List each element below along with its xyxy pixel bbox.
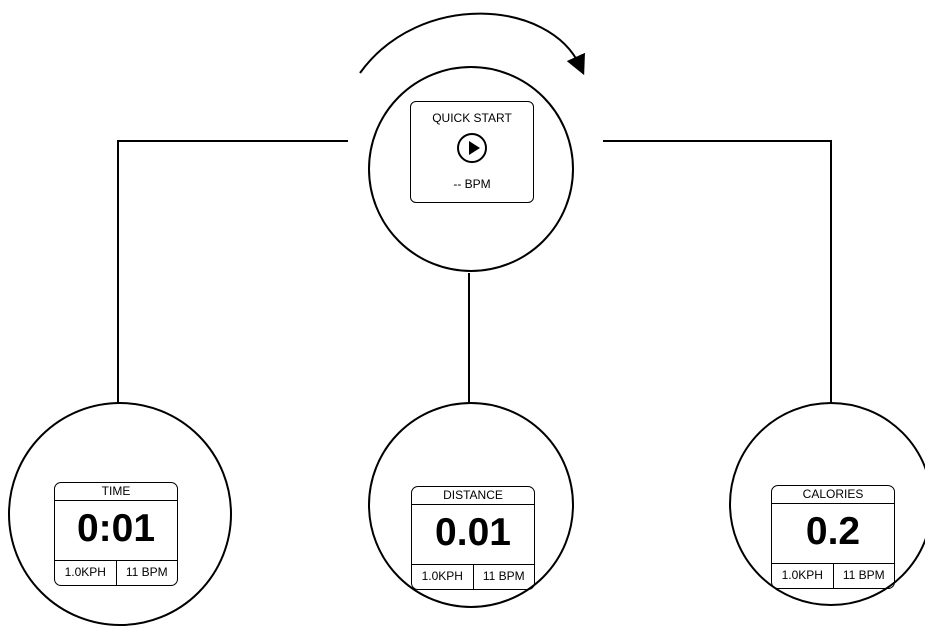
distance-card: DISTANCE 0.01 1.0KPH 11 BPM — [411, 486, 535, 590]
calories-card: CALORIES 0.2 1.0KPH 11 BPM — [771, 485, 895, 589]
time-bpm: 11 BPM — [115, 561, 178, 585]
time-title: TIME — [55, 483, 177, 501]
calories-title: CALORIES — [772, 486, 894, 504]
time-circle: TIME 0:01 1.0KPH 11 BPM — [8, 402, 232, 626]
calories-value: 0.2 — [805, 510, 861, 553]
quick-start-bpm: -- BPM — [453, 177, 491, 191]
quick-start-title: QUICK START — [432, 111, 512, 125]
distance-circle: DISTANCE 0.01 1.0KPH 11 BPM — [368, 402, 574, 608]
play-icon[interactable] — [457, 133, 487, 163]
time-speed: 1.0KPH — [64, 565, 106, 579]
connector-right — [603, 140, 832, 404]
time-footer: 1.0KPH 11 BPM — [55, 560, 177, 585]
quick-start-card[interactable]: QUICK START -- BPM — [410, 101, 534, 203]
distance-title: DISTANCE — [412, 487, 534, 505]
calories-speed: 1.0KPH — [781, 568, 823, 582]
connector-left — [117, 140, 348, 404]
distance-speed: 1.0KPH — [421, 569, 463, 583]
calories-footer: 1.0KPH 11 BPM — [772, 563, 894, 588]
quick-start-circle: QUICK START -- BPM — [368, 66, 574, 272]
calories-circle: CALORIES 0.2 1.0KPH 11 BPM — [729, 402, 925, 606]
rotation-arrow — [359, 12, 585, 76]
distance-value: 0.01 — [435, 511, 511, 554]
distance-bpm: 11 BPM — [472, 565, 535, 589]
distance-footer: 1.0KPH 11 BPM — [412, 564, 534, 589]
time-card: TIME 0:01 1.0KPH 11 BPM — [54, 482, 178, 586]
time-value: 0:01 — [76, 507, 156, 550]
calories-bpm: 11 BPM — [832, 564, 895, 588]
